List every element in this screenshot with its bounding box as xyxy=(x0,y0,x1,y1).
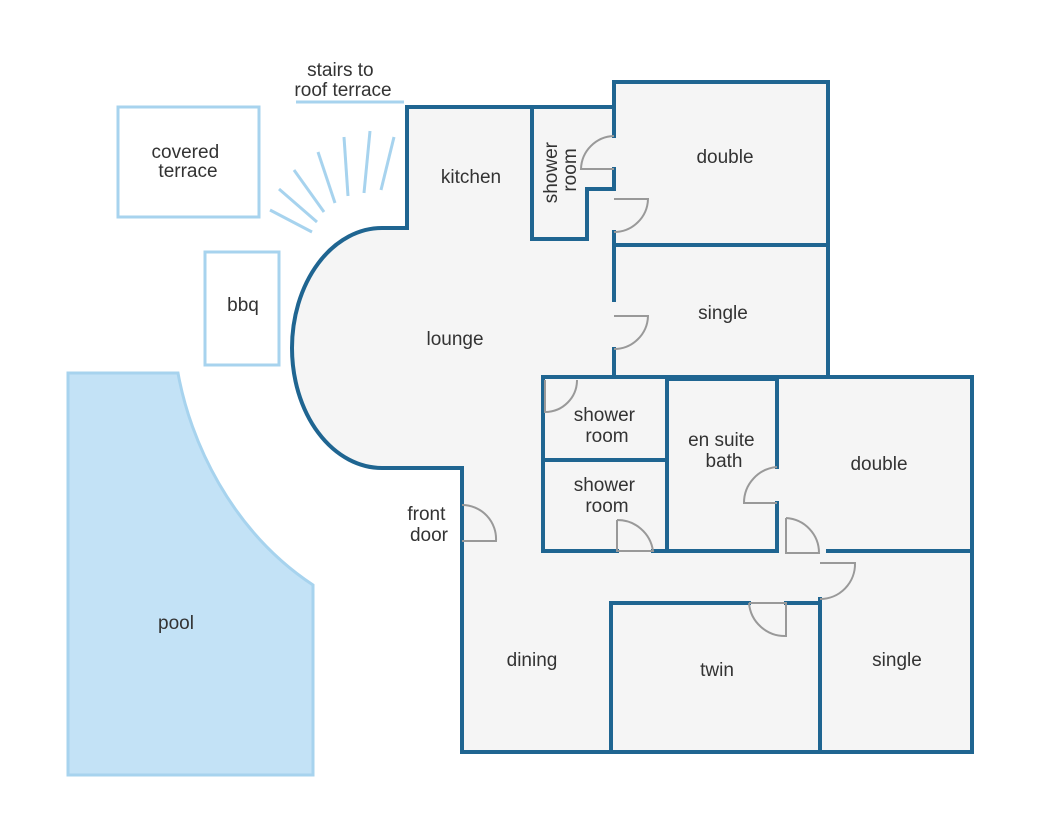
twin-label: twin xyxy=(700,660,734,681)
exterior-wall-upper xyxy=(290,80,974,754)
bbq-outline xyxy=(203,250,281,367)
lounge-label: lounge xyxy=(426,329,483,350)
stairs-icon xyxy=(269,100,404,234)
covered-terrace-outline xyxy=(116,105,261,219)
door-front-icon xyxy=(461,503,498,542)
single-mid-label: single xyxy=(698,303,748,324)
door-double-top-icon xyxy=(613,198,650,233)
double-top-label: double xyxy=(696,147,753,168)
interior-walls xyxy=(460,105,974,754)
stairs-label: stairs to roof terrace xyxy=(294,60,391,101)
pool-area xyxy=(66,371,315,777)
en-suite-bath-label: en suite bath xyxy=(688,430,760,472)
door-ensuite-icon xyxy=(742,466,778,504)
dining-label: dining xyxy=(507,650,558,671)
door-shower1-icon xyxy=(544,379,578,414)
door-twin-icon xyxy=(748,602,787,638)
pool-label: pool xyxy=(158,613,194,634)
kitchen-label: kitchen xyxy=(441,167,501,188)
door-swings xyxy=(461,135,857,638)
door-single-right-icon xyxy=(819,562,857,600)
door-double-right-icon xyxy=(785,517,821,554)
shower-room-top-label: shower room xyxy=(541,137,581,204)
shower-room-1-label: shower room xyxy=(574,405,641,447)
covered-terrace-label: covered terrace xyxy=(152,142,225,182)
bbq-label: bbq xyxy=(227,295,259,316)
front-door-label: front door xyxy=(407,504,450,546)
shower-room-2-label: shower room xyxy=(574,475,641,517)
double-right-label: double xyxy=(850,454,907,475)
door-single-icon xyxy=(613,315,650,350)
door-shower2-icon xyxy=(616,518,655,552)
door-shower-top-icon xyxy=(579,135,615,170)
single-right-label: single xyxy=(872,650,922,671)
